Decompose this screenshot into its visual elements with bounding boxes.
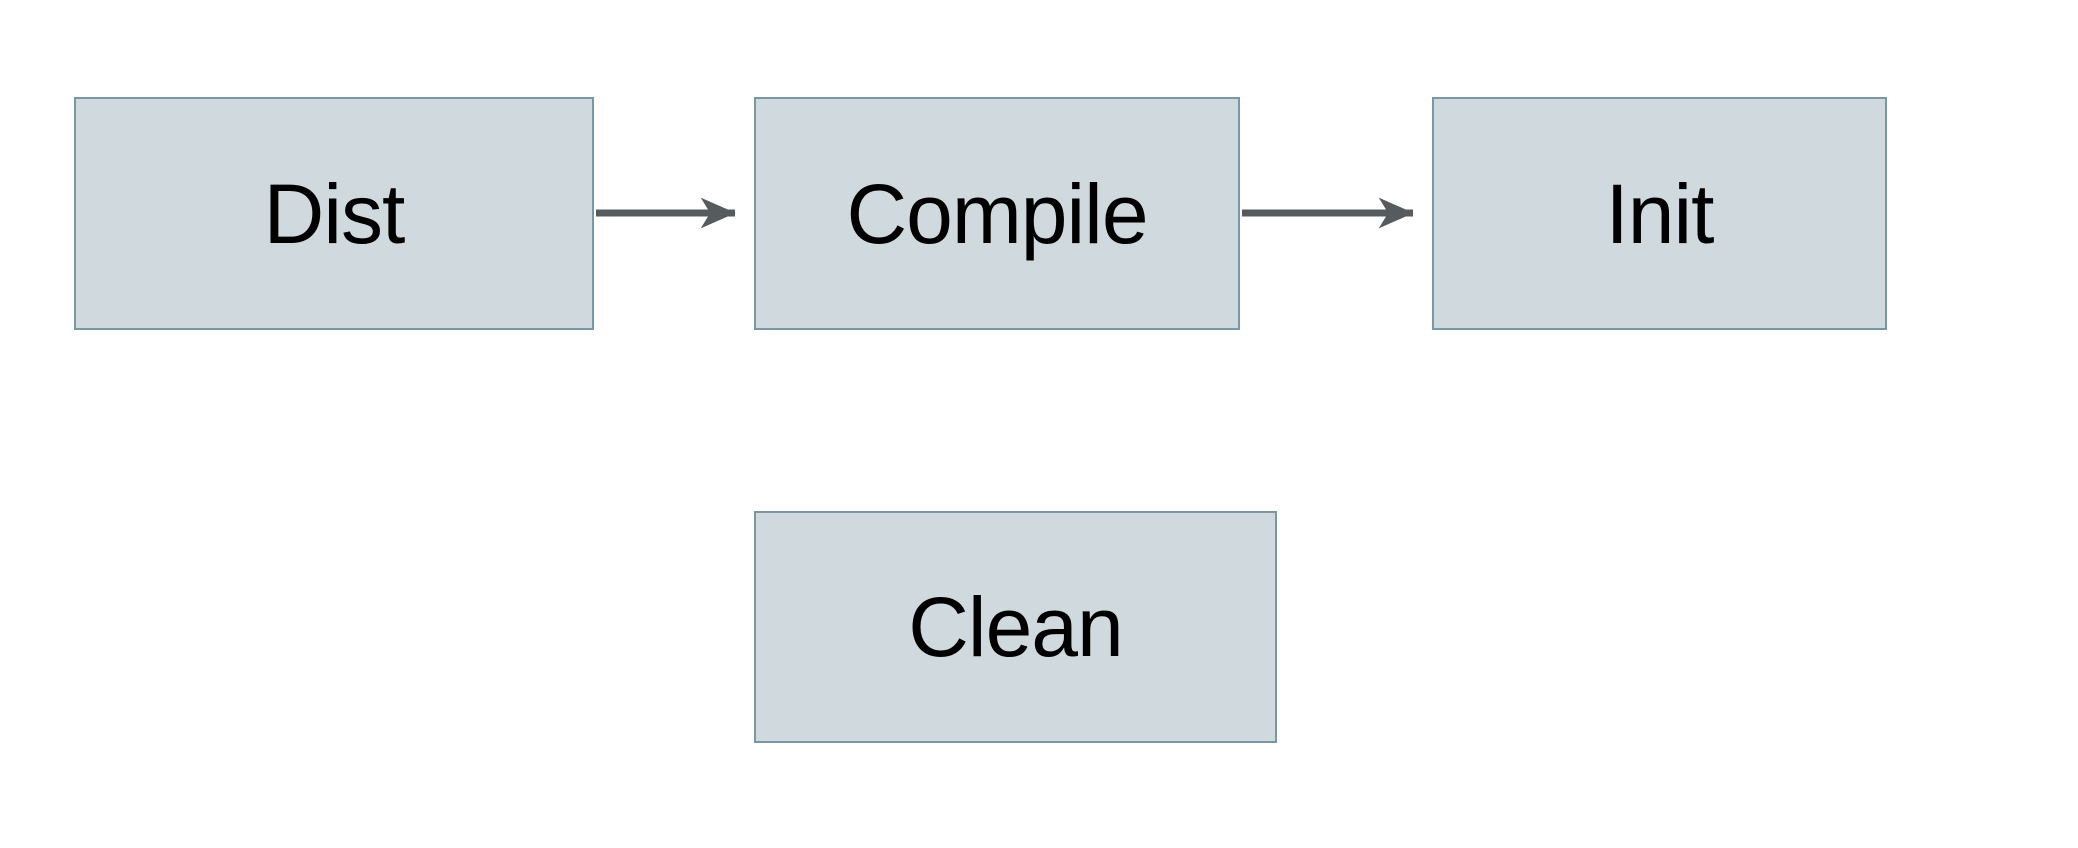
node-label: Compile <box>846 166 1148 261</box>
node-compile[interactable]: Compile <box>754 97 1240 330</box>
node-label: Dist <box>263 166 406 261</box>
node-dist[interactable]: Dist <box>74 97 594 330</box>
node-init[interactable]: Init <box>1432 97 1887 330</box>
node-label: Clean <box>908 580 1123 674</box>
node-label: Init <box>1605 166 1714 261</box>
node-clean[interactable]: Clean <box>754 511 1277 743</box>
